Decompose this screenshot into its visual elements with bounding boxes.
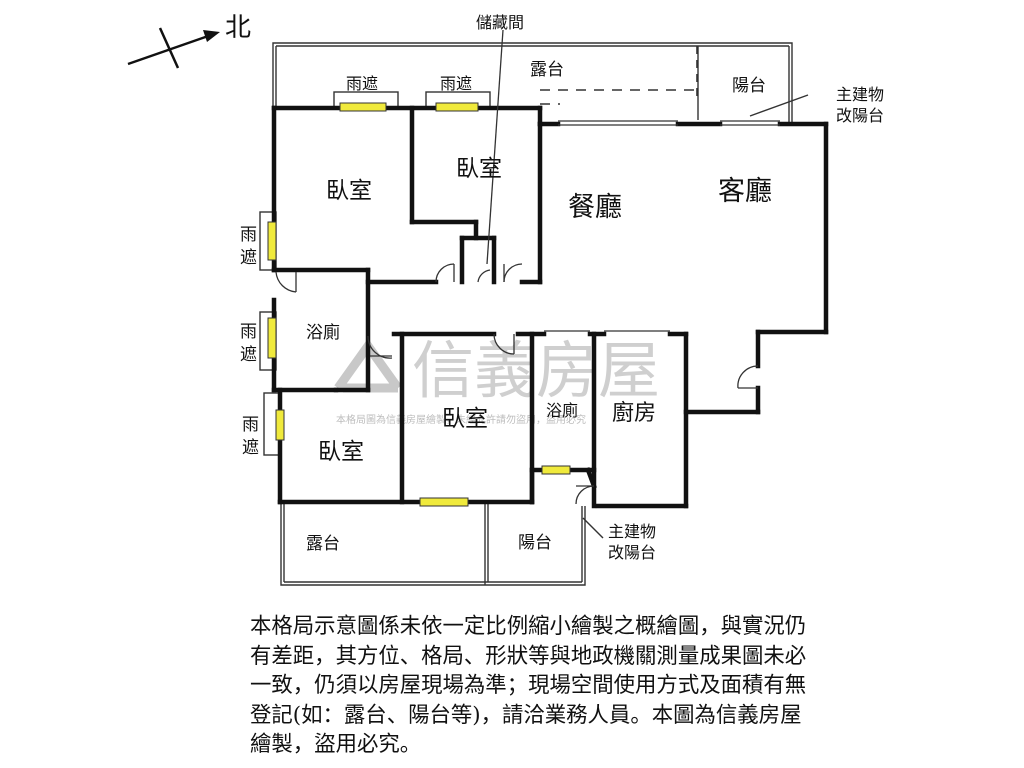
label-main-balcony-bottom-2: 改陽台: [608, 543, 656, 562]
label-living: 客廳: [718, 176, 772, 207]
disclaimer-text: 本格局示意圖係未依一定比例縮小繪製之概繪圖，與實況仍有差距，其方位、格局、形狀等…: [250, 614, 807, 757]
label-canopy-left-1b: 遮: [240, 248, 257, 268]
label-balcony-top: 陽台: [732, 76, 766, 96]
label-canopy-left-3b: 遮: [242, 438, 259, 458]
label-canopy-left-1a: 雨: [240, 225, 257, 245]
dashed-line: [540, 89, 700, 105]
floor-plan: 信義房屋 本格局圖為信義房屋繪製，未經允許請勿盜用，盜用必究 北: [127, 13, 884, 586]
label-bath-left: 浴廁: [306, 322, 340, 343]
label-terrace-top: 露台: [530, 60, 564, 80]
label-canopy-top-2: 雨遮: [440, 74, 472, 93]
room-labels: 儲藏間 露台 陽台 主建物 改陽台 雨遮 雨遮 臥室 臥室 餐廳 客廳 雨 遮 …: [240, 13, 884, 562]
watermark: 信義房屋 本格局圖為信義房屋繪製，未經允許請勿盜用，盜用必究: [334, 334, 660, 426]
label-canopy-left-2a: 雨: [240, 322, 257, 342]
label-main-balcony-top-1: 主建物: [836, 85, 884, 104]
label-bedroom-top-mid: 臥室: [456, 156, 502, 182]
label-canopy-top-1: 雨遮: [346, 74, 378, 93]
label-canopy-left-3a: 雨: [242, 415, 259, 435]
label-main-balcony-bottom-1: 主建物: [608, 522, 656, 541]
compass-label: 北: [225, 13, 251, 43]
label-bedroom-top-left: 臥室: [326, 178, 372, 204]
label-balcony-bottom: 陽台: [518, 533, 552, 553]
label-bedroom-bottom-mid: 臥室: [442, 406, 488, 432]
walls: [271, 105, 829, 509]
watermark-brand: 信義房屋: [412, 334, 660, 407]
label-main-balcony-top-2: 改陽台: [836, 106, 884, 125]
north-arrow-icon: [127, 27, 220, 69]
door-swings: [275, 263, 759, 505]
label-bath-mid: 浴廁: [546, 401, 578, 420]
label-bedroom-bottom-left: 臥室: [318, 439, 364, 465]
label-kitchen: 廚房: [612, 401, 656, 426]
label-dining: 餐廳: [568, 192, 622, 223]
storage-pointer: [486, 29, 504, 265]
watermark-notice: 本格局圖為信義房屋繪製，未經允許請勿盜用，盜用必究: [336, 413, 586, 426]
label-canopy-left-2b: 遮: [240, 345, 257, 365]
label-terrace-bottom: 露台: [306, 534, 340, 554]
label-storage: 儲藏間: [476, 13, 524, 32]
canopy-boxes: [259, 91, 491, 456]
exterior-outlines: [272, 42, 809, 586]
windows: [267, 102, 571, 507]
sliding-doors: [544, 120, 780, 332]
